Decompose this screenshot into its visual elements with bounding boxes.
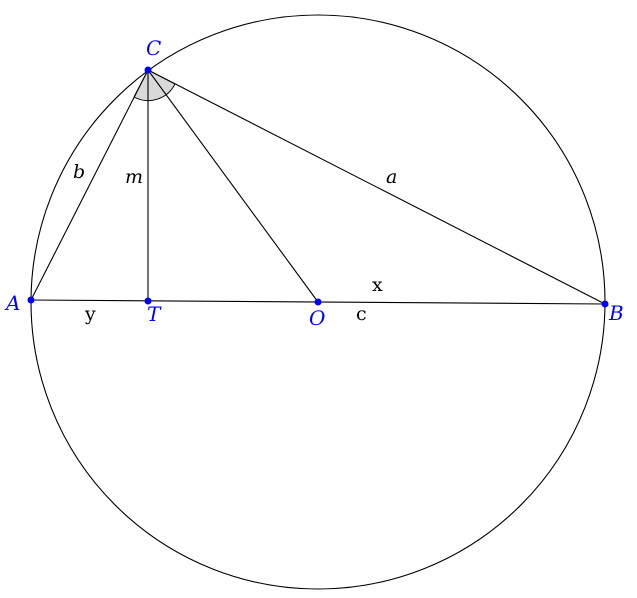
point-A bbox=[27, 296, 35, 304]
point-B bbox=[601, 300, 609, 308]
label-T: T bbox=[147, 302, 162, 326]
point-O bbox=[314, 298, 322, 306]
point-C bbox=[144, 66, 152, 74]
label-A: A bbox=[4, 291, 20, 315]
label-y: y bbox=[84, 303, 96, 325]
segment-AC bbox=[30, 69, 149, 301]
label-C: C bbox=[146, 36, 161, 60]
label-a: a bbox=[386, 166, 397, 188]
point-T bbox=[144, 297, 152, 305]
label-c: c bbox=[356, 303, 367, 325]
label-B: B bbox=[608, 301, 624, 325]
label-m: m bbox=[125, 166, 143, 188]
label-O: O bbox=[309, 306, 325, 330]
label-b: b bbox=[73, 161, 85, 183]
label-x: x bbox=[372, 274, 383, 296]
segment-CB bbox=[147, 69, 606, 305]
segment-CO bbox=[147, 69, 319, 303]
